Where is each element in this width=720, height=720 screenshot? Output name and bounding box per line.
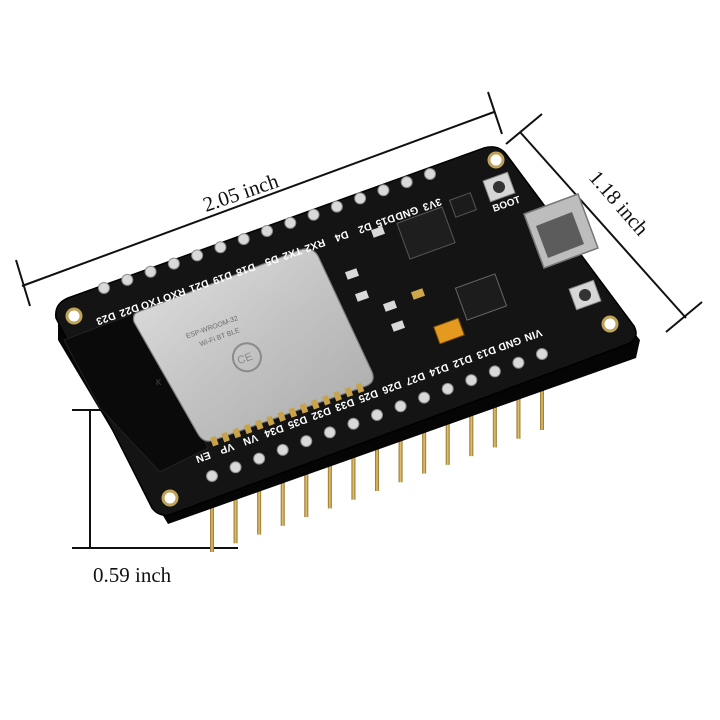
pad-d25: [371, 409, 383, 421]
top-header-pads: [98, 168, 436, 294]
mounting-holes: [65, 151, 619, 507]
module-pads: [209, 382, 365, 447]
smd-components: [344, 192, 508, 345]
module-pad: [321, 394, 331, 406]
pin-label-bottom: VN: [241, 431, 259, 447]
pad-d33: [347, 417, 360, 430]
pin-label-bottom: VIN: [522, 326, 543, 343]
pad-d22: [121, 273, 134, 286]
pin-label-bottom: EN: [194, 449, 212, 465]
header-pin: [280, 455, 285, 526]
boot-button: [482, 171, 516, 203]
header-pin: [398, 412, 403, 483]
pad-d5: [261, 225, 273, 237]
module-pad: [209, 435, 219, 447]
pad-d26: [394, 400, 407, 413]
header-pin: [540, 360, 544, 430]
antenna-area: [63, 311, 209, 473]
micro-usb-port: [523, 193, 599, 269]
pad-d18: [237, 233, 250, 246]
header-pin: [304, 447, 309, 518]
pad-d35: [300, 435, 313, 448]
width-label: 1.18 inch: [584, 166, 654, 241]
bottom-header-pads: [206, 348, 548, 482]
pad-d13: [488, 365, 501, 378]
pad-d23: [98, 282, 110, 294]
pad-d14: [441, 382, 454, 395]
pad-txo: [144, 265, 157, 278]
pad-d15: [377, 184, 390, 197]
header-pin: [516, 368, 521, 439]
esp32-dev-board: K ESP-WROOM-32 Wi-Fi BT BLE CE: [55, 146, 640, 524]
pin-label-top: D5: [263, 252, 280, 268]
header-pin: [257, 464, 262, 535]
pad-d19: [214, 241, 227, 254]
module-pad: [355, 382, 365, 394]
module-pad: [232, 427, 242, 439]
length-label: 2.05 inch: [200, 168, 282, 216]
header-pin: [210, 482, 214, 552]
module-pad: [333, 390, 342, 402]
pad-d2: [354, 192, 367, 205]
module-pad: [265, 415, 275, 426]
pad-gnd: [512, 356, 525, 369]
pad-d34: [276, 443, 289, 456]
pad-en: [206, 470, 218, 482]
module-pad: [277, 411, 286, 422]
pad-vn: [253, 452, 266, 465]
header-pin: [492, 377, 497, 448]
pad-3v3: [424, 168, 436, 180]
header-pin: [351, 429, 356, 500]
module-pad: [221, 431, 230, 443]
pad-d12: [465, 374, 478, 387]
module-pad: [243, 423, 253, 435]
pad-vp: [229, 461, 242, 474]
svg-text:CE: CE: [236, 351, 254, 368]
dimension-lines: [15, 91, 703, 549]
pin-label-bottom: VP: [218, 440, 236, 456]
header-pin: [375, 421, 379, 491]
pad-rxo: [167, 257, 180, 270]
pin-label-top: D4: [333, 228, 350, 244]
pad-gnd: [400, 176, 413, 189]
header-pin: [445, 394, 450, 465]
pad-rx2: [307, 208, 320, 221]
en-button: [568, 279, 602, 311]
module-pad: [310, 399, 320, 410]
height-label: 0.59 inch: [93, 563, 172, 587]
pad-tx2: [284, 216, 297, 229]
module-pad: [344, 386, 354, 398]
pad-d21: [191, 249, 204, 262]
svg-text:K: K: [156, 378, 162, 387]
header-pin: [233, 473, 238, 544]
module-pad: [299, 403, 309, 414]
module-pad: [254, 419, 264, 431]
header-pin: [469, 386, 474, 457]
pad-d27: [418, 391, 431, 404]
module-pad: [288, 407, 298, 418]
header-pin: [327, 438, 332, 509]
pad-d32: [323, 426, 336, 439]
pad-d4: [330, 200, 343, 213]
header-pin: [422, 403, 427, 474]
pad-vin: [536, 348, 548, 360]
pin-label-top: D2: [356, 220, 373, 236]
